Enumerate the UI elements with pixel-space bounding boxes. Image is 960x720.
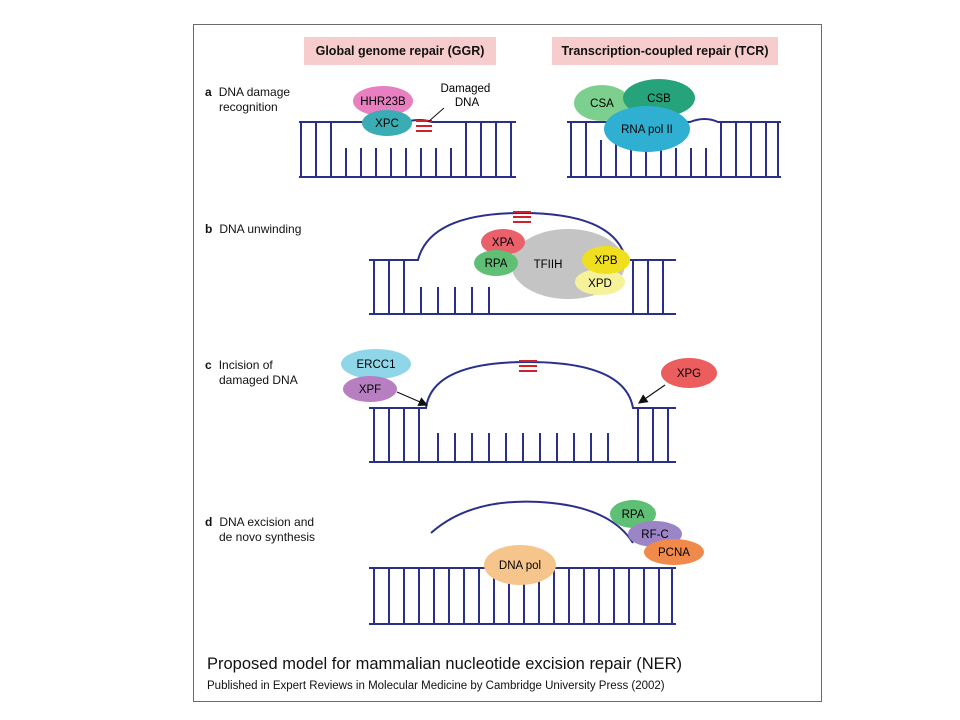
xpb-label: XPB bbox=[594, 255, 617, 267]
dna-d bbox=[369, 500, 676, 625]
protein-rna-pol-ii: RNA pol II bbox=[604, 106, 690, 152]
tcr-header: Transcription-coupled repair (TCR) bbox=[552, 37, 778, 65]
step-b-label: b DNA unwinding bbox=[205, 222, 301, 237]
xpa-label: XPA bbox=[492, 237, 514, 249]
step-d-line2: de novo synthesis bbox=[219, 530, 316, 544]
incision-arrow-right bbox=[638, 384, 666, 404]
protein-ercc1: ERCC1 bbox=[341, 349, 411, 379]
xpf-label: XPF bbox=[359, 384, 381, 396]
xpd-label: XPD bbox=[588, 278, 612, 290]
protein-xpb: XPB bbox=[582, 246, 630, 274]
dna-c bbox=[369, 360, 676, 463]
step-d-label: d DNA excision and de novo synthesis bbox=[205, 515, 315, 545]
step-b-line1: DNA unwinding bbox=[219, 222, 302, 236]
damage-pointer bbox=[427, 107, 445, 123]
ggr-header: Global genome repair (GGR) bbox=[304, 37, 496, 65]
step-c-line1: Incision of bbox=[218, 358, 273, 372]
protein-xpf: XPF bbox=[343, 376, 397, 402]
step-a-line2: recognition bbox=[219, 100, 278, 114]
lesion-c bbox=[519, 360, 537, 372]
csa-label: CSA bbox=[590, 98, 614, 110]
incision-arrow-left bbox=[396, 391, 429, 407]
rpa-b-label: RPA bbox=[485, 258, 508, 270]
hhr23b-label: HHR23B bbox=[360, 96, 406, 108]
protein-xpa: XPA bbox=[481, 229, 525, 255]
step-a-label: a DNA damage recognition bbox=[205, 85, 290, 115]
damaged-dna-line1: Damaged bbox=[440, 83, 490, 95]
base-pairs bbox=[373, 568, 673, 624]
step-d-line1: DNA excision and bbox=[219, 515, 315, 529]
protein-xpg: XPG bbox=[661, 358, 717, 388]
base-pairs bbox=[373, 260, 664, 314]
figure-caption: Proposed model for mammalian nucleotide … bbox=[207, 655, 683, 673]
dna-strand-top bbox=[567, 118, 781, 123]
dna-pol-label: DNA pol bbox=[499, 560, 541, 572]
step-a-letter: a bbox=[205, 85, 212, 99]
csb-label: CSB bbox=[647, 93, 671, 105]
step-d-letter: d bbox=[205, 515, 213, 529]
step-c-line2: damaged DNA bbox=[219, 373, 298, 387]
excised-oligo bbox=[430, 500, 634, 544]
rfc-label: RF-C bbox=[641, 529, 668, 541]
tfiih-label: TFIIH bbox=[534, 259, 563, 271]
base-pairs bbox=[570, 122, 779, 177]
xpc-label: XPC bbox=[375, 118, 399, 130]
ercc1-label: ERCC1 bbox=[357, 359, 396, 371]
protein-pcna: PCNA bbox=[644, 539, 704, 565]
dna-strand-top bbox=[369, 360, 676, 409]
lesion-a bbox=[416, 120, 432, 132]
damaged-dna-label: Damaged DNA bbox=[440, 83, 493, 109]
step-a-line1: DNA damage bbox=[218, 85, 291, 99]
figure-credit: Published in Expert Reviews in Molecular… bbox=[207, 680, 665, 692]
rpa-d-label: RPA bbox=[622, 509, 645, 521]
lesion-b bbox=[513, 211, 531, 223]
dna-a-tcr bbox=[567, 118, 781, 178]
step-c-letter: c bbox=[205, 358, 212, 372]
protein-rpa-b: RPA bbox=[474, 250, 518, 276]
base-pairs bbox=[373, 408, 669, 462]
protein-hhr23b: HHR23B bbox=[353, 86, 413, 116]
protein-rpa-d: RPA bbox=[610, 500, 656, 528]
damaged-dna-line2: DNA bbox=[455, 97, 480, 109]
rna-pol-label: RNA pol II bbox=[621, 124, 673, 136]
base-pairs bbox=[300, 122, 512, 177]
protein-xpc: XPC bbox=[362, 110, 412, 136]
protein-xpd: XPD bbox=[575, 269, 625, 295]
pcna-label: PCNA bbox=[658, 547, 690, 559]
xpg-label: XPG bbox=[677, 368, 701, 380]
protein-dna-pol: DNA pol bbox=[484, 545, 556, 585]
protein-csa: CSA bbox=[574, 85, 630, 121]
step-c-label: c Incision of damaged DNA bbox=[205, 358, 298, 388]
step-b-letter: b bbox=[205, 222, 213, 236]
